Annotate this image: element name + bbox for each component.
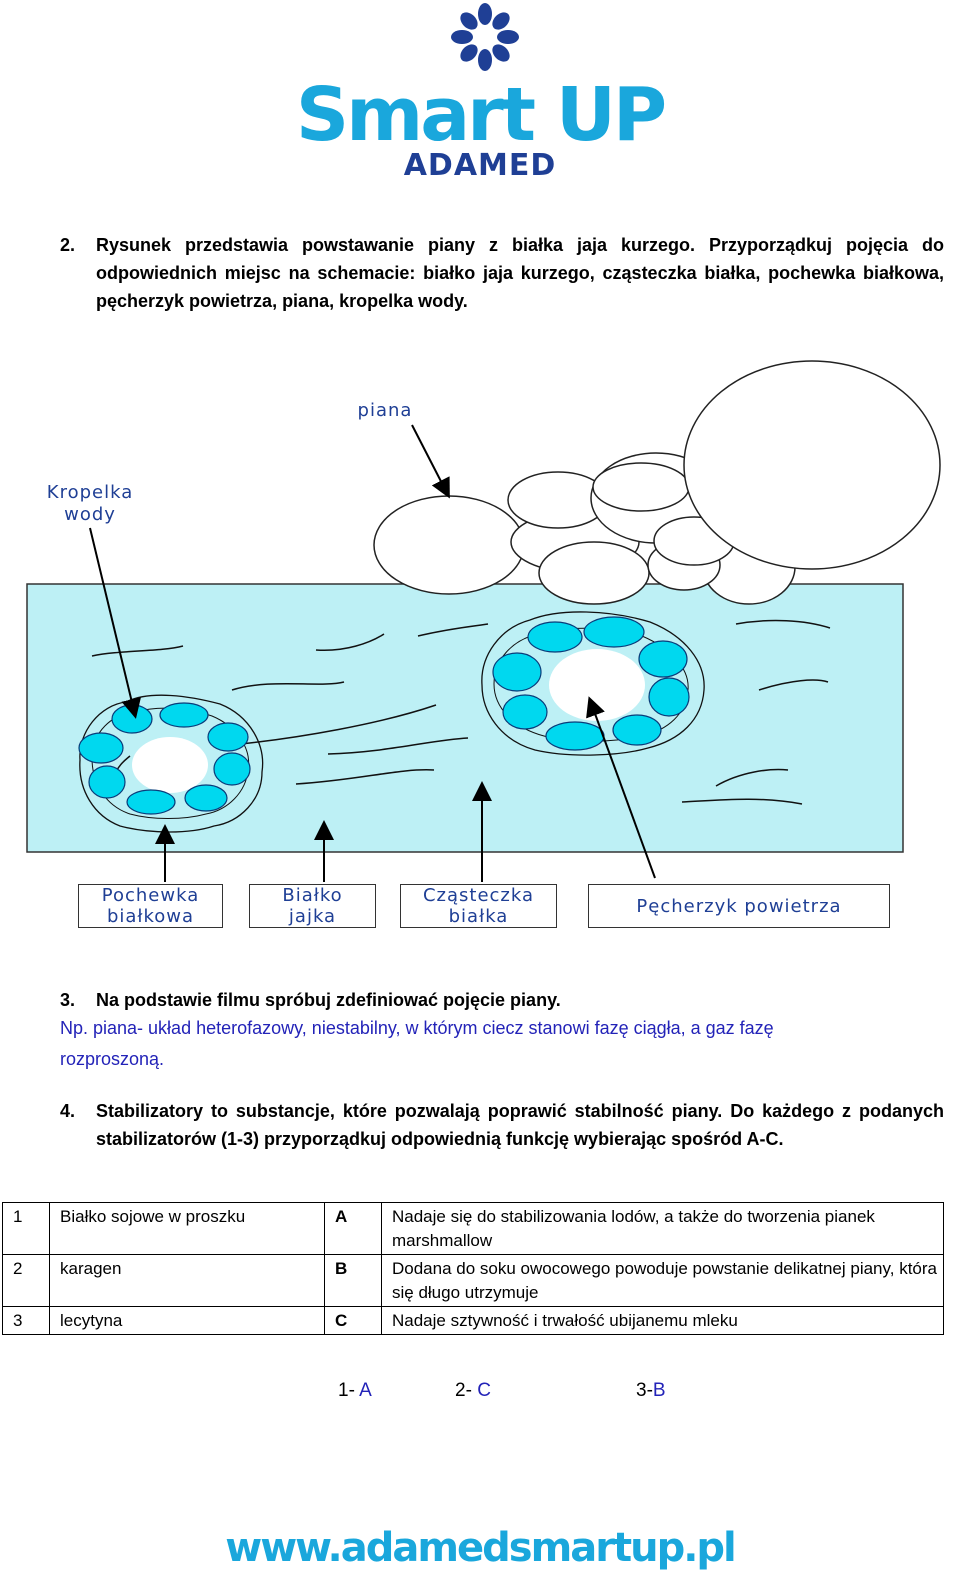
logo-brand: Smart UP [295,72,667,158]
box-czasteczka-line1: Cząsteczka [422,885,535,906]
function-letter: C [324,1306,382,1335]
protein-strands [91,619,831,805]
answer-2-prefix: 2- [455,1380,472,1401]
label-piana: piana [357,400,413,421]
box-czasteczka-line2: białka [448,906,509,927]
answer-3-prefix: 3- [636,1380,653,1401]
q3-number: 3. [60,990,76,1010]
answer-1: 1- A [338,1380,372,1402]
q3-answer-line1: Np. piana- układ heterofazowy, niestabil… [60,1018,774,1038]
function-description: Nadaje się do stabilizowania lodów, a ta… [381,1202,944,1255]
q4-number: 4. [60,1101,76,1121]
answer-1-prefix: 1- [338,1380,355,1401]
function-description: Nadaje sztywność i trwałość ubijanemu ml… [381,1306,944,1335]
q3-answer-line2: rozproszoną. [60,1049,165,1069]
arrow-piana [411,424,450,499]
arrow-kropelka [89,527,141,719]
left-protein-sheath [78,694,264,833]
answer-2-value: C [477,1380,491,1401]
answer-1-value: A [359,1380,372,1401]
arrow-pecherzyk [586,696,656,879]
logo-asterisk-icon [451,3,519,71]
footer-url[interactable]: www.adamedsmartup.pl [225,1525,737,1571]
q3-text: Na podstawie filmu spróbuj zdefiniować p… [96,990,561,1010]
q2-text: Rysunek przedstawia powstawanie piany z … [96,235,944,311]
label-kropelka-line1: Kropelka [46,482,134,503]
row-number: 2 [2,1254,50,1307]
q2-number: 2. [60,235,76,255]
label-kropelka-line2: wody [64,504,116,525]
function-letter: A [324,1202,382,1255]
logo-subtitle: ADAMED [403,148,557,183]
box-pecherzyk-powietrza: Pęcherzyk powietrza [588,884,890,928]
q4-text: Stabilizatory to substancje, które pozwa… [96,1101,944,1149]
stabilizer-name: Białko sojowe w proszku [49,1202,325,1255]
table-row: 3 lecytyna C Nadaje sztywność i trwałość… [2,1306,944,1335]
box-pecherzyk-text: Pęcherzyk powietrza [636,895,842,917]
stabilizer-name: lecytyna [49,1306,325,1335]
box-bialko-line1: Białko [282,885,343,906]
stabilizer-name: karagen [49,1254,325,1307]
table-row: 1 Białko sojowe w proszku A Nadaje się d… [2,1202,944,1255]
row-number: 1 [2,1202,50,1255]
answer-3: 3-B [636,1380,666,1402]
box-pochewka-line2: białkowa [106,906,195,927]
answer-3-value: B [652,1380,666,1401]
stabilizers-table: 1 Białko sojowe w proszku A Nadaje się d… [2,1202,944,1335]
right-protein-sheath [481,611,705,756]
foam-diagram [26,360,941,882]
function-letter: B [324,1254,382,1307]
box-bialko-line2: jajka [288,906,337,927]
function-description: Dodana do soku owocowego powoduje powsta… [381,1254,944,1307]
foam-bubbles [373,360,941,605]
answer-2: 2- C [455,1380,491,1402]
table-row: 2 karagen B Dodana do soku owocowego pow… [2,1254,944,1307]
row-number: 3 [2,1306,50,1335]
box-pochewka-line1: Pochewka [101,885,200,906]
